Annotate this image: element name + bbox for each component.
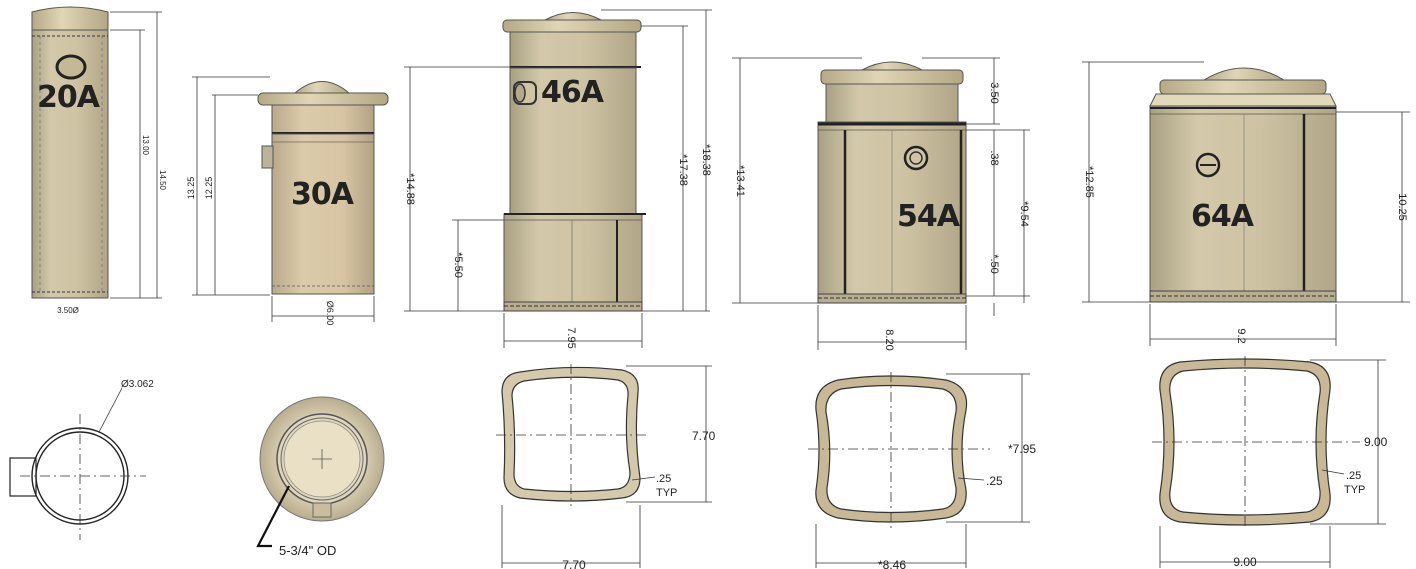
unit-54a-label: 54A [897, 199, 961, 234]
unit-46a-top-width: 7.70 [562, 558, 586, 569]
unit-20a-label: 20A [37, 80, 101, 115]
unit-20a-side-view: 20A 13.00 14.50 3.50Ø [31, 6, 167, 315]
unit-64a-top-height: 9.00 [1364, 435, 1388, 449]
unit-54a-top-view: *7.95 .25 *8.46 [808, 372, 1036, 569]
unit-54a-side-view: 54A *13.41 3.50 .38 *.50 *9.54 8.20 [732, 57, 1030, 351]
unit-54a-top-width: *8.46 [878, 558, 906, 569]
unit-46a-label: 46A [541, 75, 605, 110]
unit-30a-body-height: 12.25 [204, 177, 214, 200]
unit-64a-wall: .25 [1346, 470, 1361, 482]
unit-46a-mid-height: *17.38 [677, 154, 689, 186]
unit-30a-overall-height: 13.25 [186, 177, 196, 200]
unit-20a-diameter-note: 3.50Ø [57, 306, 79, 315]
unit-20a-body-height: 13.00 [141, 135, 150, 156]
unit-46a-wall: .25 [656, 473, 671, 485]
unit-64a-width: 9.2 [1235, 328, 1247, 343]
unit-54a-base-height: *.50 [988, 254, 1000, 274]
unit-46a-wall-note: TYP [656, 487, 677, 499]
unit-64a-wall-note: TYP [1344, 484, 1365, 496]
unit-20a-top-view: Ø3.062 [9, 379, 154, 540]
unit-64a-side-view: 64A *12.85 10.25 9.2 [1082, 61, 1410, 346]
unit-64a-top-width: 9.00 [1233, 555, 1257, 569]
unit-54a-top-height: *7.95 [1008, 442, 1036, 456]
unit-46a-base-height: *5.50 [452, 252, 464, 278]
unit-54a-wall: .25 [986, 474, 1003, 488]
unit-20a-diameter-callout: Ø3.062 [121, 379, 154, 390]
unit-46a-side-view: 46A *14.88 *5.50 *17.38 *18.38 7.95 [404, 9, 712, 349]
unit-30a-top-view: 5-3/4" OD [256, 396, 385, 558]
unit-54a-width: 8.20 [883, 329, 895, 350]
unit-46a-lower-height: *14.88 [404, 173, 416, 205]
unit-54a-body-height: *9.54 [1018, 201, 1030, 227]
unit-54a-gap: .38 [988, 150, 1000, 165]
unit-54a-cap-height: 3.50 [988, 82, 1000, 103]
unit-64a-overall-height: *12.85 [1083, 166, 1095, 198]
unit-54a-overall-height: *13.41 [734, 165, 746, 197]
unit-64a-top-view: 9.00 .25 TYP 9.00 [1152, 356, 1388, 569]
unit-46a-top-view: 7.70 .25 TYP 7.70 [496, 364, 716, 569]
unit-30a-od-callout: 5-3/4" OD [279, 543, 336, 558]
unit-30a-side-view: 30A 13.25 12.25 Ø6.00 [186, 76, 389, 326]
unit-46a-width: 7.95 [565, 327, 577, 348]
unit-30a-label: 30A [291, 177, 355, 212]
unit-46a-overall-height: *18.38 [700, 144, 712, 176]
unit-64a-label: 64A [1191, 199, 1255, 234]
unit-30a-width: Ø6.00 [325, 301, 335, 326]
unit-64a-body-height: 10.25 [1396, 193, 1408, 221]
unit-46a-top-height: 7.70 [692, 429, 716, 443]
unit-20a-overall-height: 14.50 [158, 170, 167, 191]
